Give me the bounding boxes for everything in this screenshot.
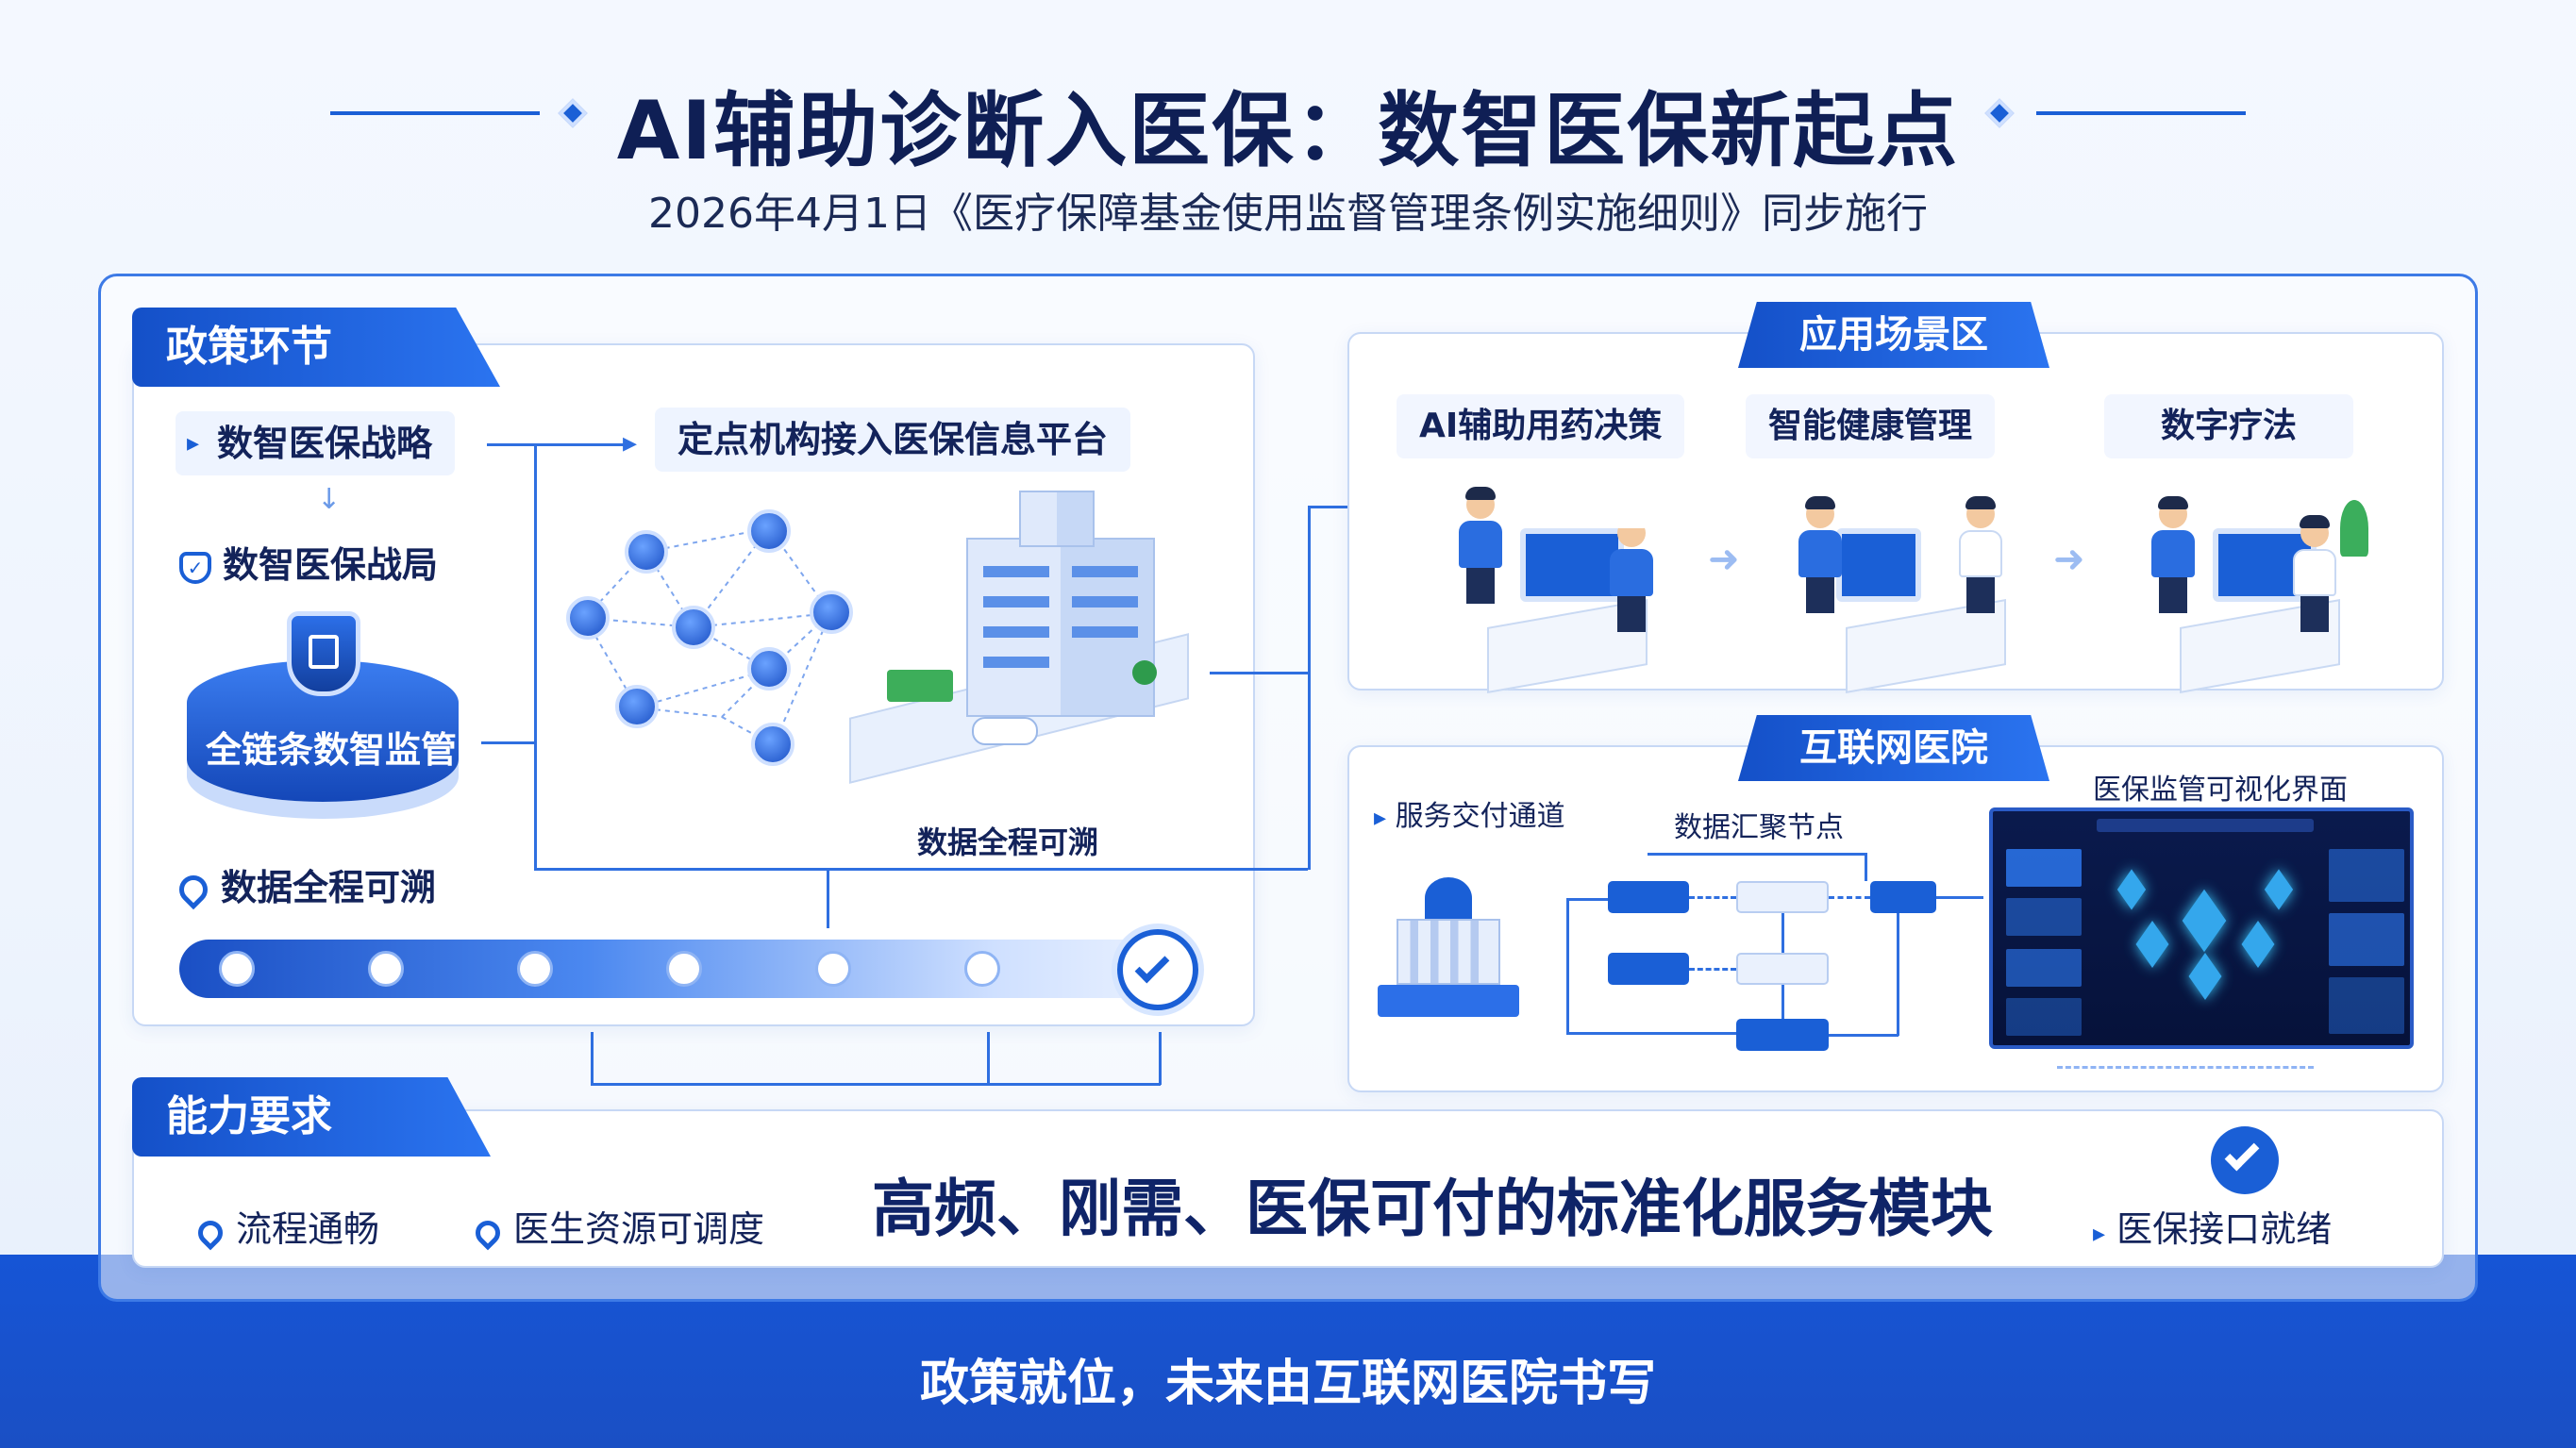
header-line-left [330,111,540,115]
connector [487,443,628,446]
flow-arrow [1936,896,1983,899]
scene-label-3: 数字疗法 [2104,394,2354,458]
scene-label-2: 智能健康管理 [1746,394,1996,458]
checkmark-icon [2211,1126,2279,1194]
flow-label: 流程通畅 [192,1200,379,1252]
connector [481,741,534,744]
scene-illustration-3 [2114,462,2387,693]
triangle-icon: ▸ [187,429,200,458]
flow-arrow [1648,853,1865,856]
doctor-label: 医生资源可调度 [470,1200,764,1252]
flow-arrow [1566,898,1608,901]
flow-arrow [1689,896,1736,899]
flow-box [1608,881,1689,913]
timeline-step [219,951,255,987]
hospital-building [849,491,1208,784]
page-subtitle: 2026年4月1日《医疗保障基金使用监督管理条例实施细则》同步施行 [648,190,1928,238]
timeline-step [815,951,851,987]
flow-arrow [1566,898,1569,1034]
network-node [751,723,795,766]
flow-arrow [1865,853,1867,881]
flow-arrow [1897,951,1899,1036]
strategy-label: 数智医保战略 [217,423,433,464]
flow-arrow [1829,1034,1899,1037]
flow-arrow [1897,913,1899,951]
arrow-right-icon: ▸ [623,426,638,459]
connector [591,1083,1161,1086]
connector [534,443,537,870]
network-node [615,685,659,728]
flow-arrow [1829,896,1870,899]
connector [2057,1066,2314,1069]
platform-chip: 定点机构接入医保信息平台 [655,408,1131,472]
flow-box [1870,881,1936,913]
network-graph [566,509,925,774]
connector [987,1032,990,1085]
flow-box [1736,953,1829,985]
ability-headline: 高频、刚需、医保可付的标准化服务模块 [872,1173,1993,1245]
network-node [672,606,715,649]
connector [1308,506,1347,508]
ability-tag: 能力要求 [132,1077,491,1157]
network-node [810,591,853,634]
network-node [625,530,668,574]
dashboard-title: 医保监管可视化界面 [2093,774,2348,807]
timeline-step [666,951,702,987]
policy-tag: 政策环节 [132,308,500,387]
arrow-right-icon: ➜ [1708,538,1740,581]
layout-label: ✓数智医保战局 [179,536,438,588]
flow-arrow [1781,913,1784,953]
flow-arrow [1566,1032,1736,1035]
flow-arrow [1781,985,1784,1019]
checkmark-icon [1117,929,1198,1010]
arrow-right-icon: ➜ [2053,538,2085,581]
header-line-right [2036,111,2246,115]
ready-label: ▸ 医保接口就绪 [2093,1208,2333,1250]
document-shield-icon [287,611,360,696]
connector [1159,1032,1162,1085]
timeline-step [517,951,553,987]
traceable-label: 数据全程可溯 [173,858,436,910]
triangle-icon: ▸ [1374,804,1387,832]
hospital-tag: 互联网医院 [1738,715,2049,781]
flow-box [1736,1019,1829,1051]
timeline-step [368,951,404,987]
scene-label-1: AI辅助用药决策 [1397,394,1685,458]
connector [534,868,1308,871]
monitoring-dashboard [1989,807,2414,1049]
government-building-icon [1378,877,1519,1028]
flow-box [1608,953,1689,985]
connector [591,1032,594,1085]
page-title: AI辅助诊断入医保：数智医保新起点 [616,84,1960,178]
timeline-step [964,951,1000,987]
flow-box [1736,881,1829,913]
traceable-center-label: 数据全程可溯 [917,824,1099,860]
shield-check-icon: ✓ [179,551,211,584]
connector [827,870,829,928]
location-pin-icon [470,1215,506,1251]
connector [1308,506,1311,870]
scene-illustration-1 [1421,462,1695,693]
footer-slogan: 政策就位，未来由互联网医院书写 [919,1356,1656,1412]
scene-illustration-2 [1780,462,2053,693]
scenes-tag: 应用场景区 [1738,302,2049,368]
supervision-label: 全链条数智监管 [206,729,458,771]
location-pin-icon [192,1215,228,1251]
ability-panel [132,1109,2444,1268]
channel-label: ▸ 服务交付通道 [1374,800,1565,833]
strategy-chip: ▸ 数智医保战略 [176,411,456,475]
triangle-icon: ▸ [2093,1220,2106,1248]
arrow-down-icon: ↓ [317,483,342,516]
location-pin-icon [173,869,214,910]
connector [1210,672,1308,674]
network-node [747,509,791,553]
network-node [747,647,791,691]
flow-arrow [1689,968,1736,971]
network-node [566,596,610,640]
node-label: 数据汇聚节点 [1674,811,1844,844]
